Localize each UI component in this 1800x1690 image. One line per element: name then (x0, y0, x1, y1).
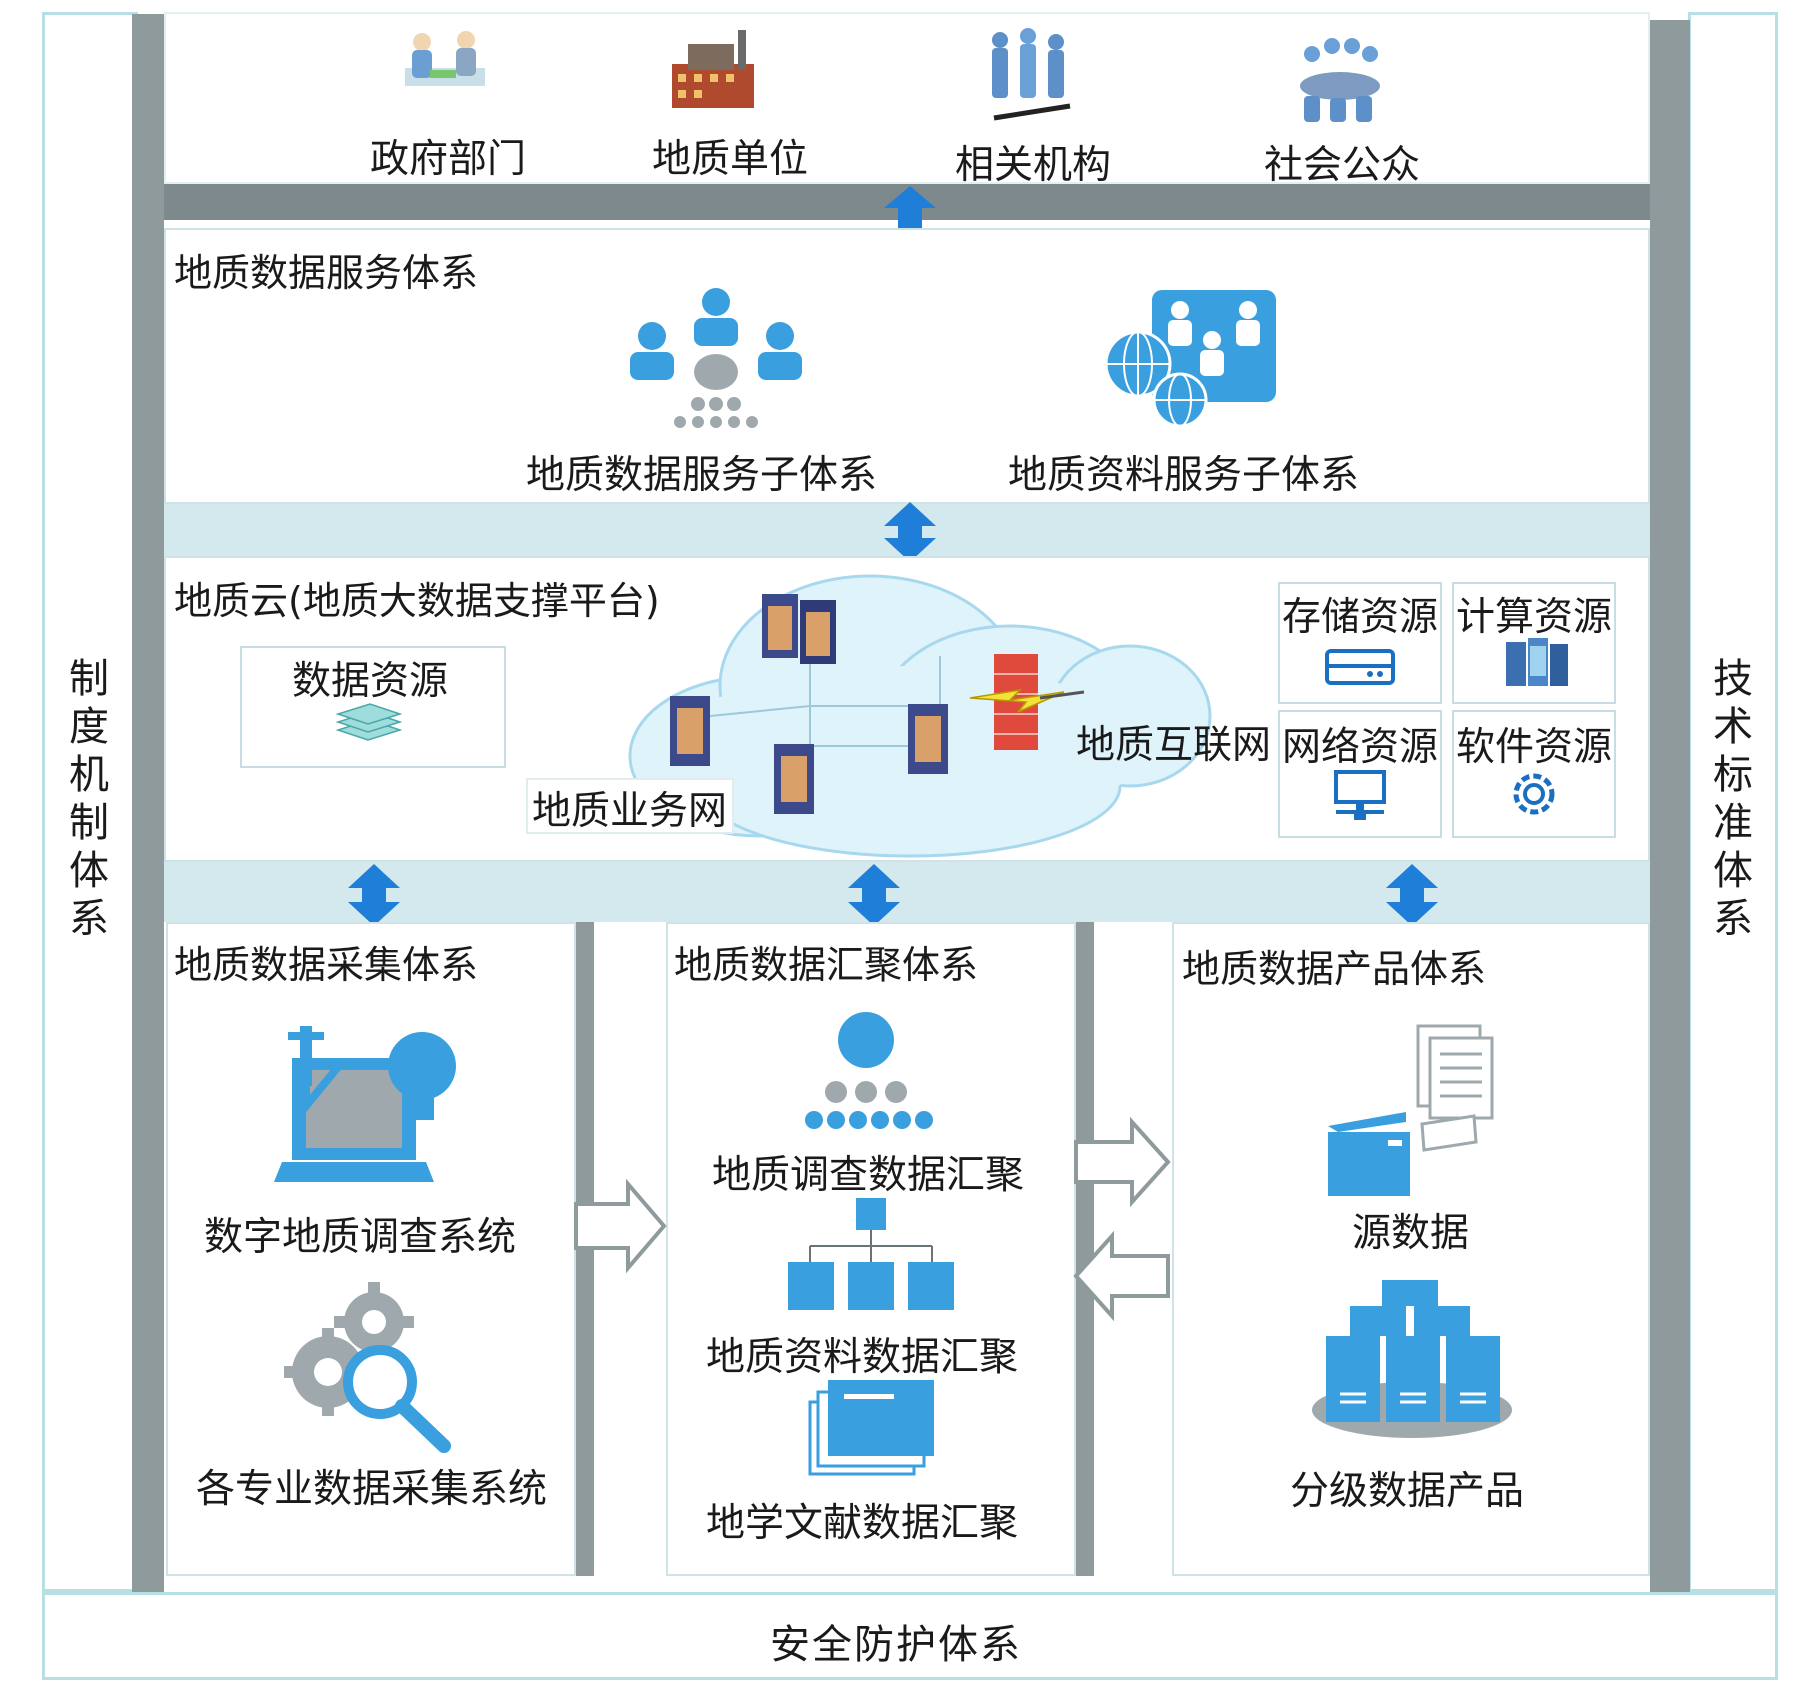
server-icon-1 (762, 594, 836, 664)
archive-tree-icon (788, 1198, 954, 1310)
converge-item-archive: 地质资料数据汇聚 (706, 1335, 1019, 1380)
cloud-title: 地质云(地质大数据支撑平台) (174, 579, 660, 623)
hierarchy-icon (805, 1012, 933, 1129)
public-icon (1300, 38, 1380, 122)
converge-panel-side (1074, 922, 1094, 1576)
data-resource-icon (335, 703, 403, 741)
user-public: 社会公众 (1264, 143, 1421, 188)
users-panel (164, 12, 1650, 184)
gears-search-icon (284, 1282, 451, 1453)
collect-item-professional: 各专业数据采集系统 (196, 1467, 548, 1512)
converge-item-survey: 地质调查数据汇聚 (712, 1153, 1025, 1198)
server-icon-2 (670, 696, 710, 766)
converge-title: 地质数据汇聚体系 (674, 943, 979, 987)
network-resource-label: 网络资源 (1282, 725, 1439, 770)
arrow-product-to-converge (1073, 1230, 1170, 1322)
user-institutions: 相关机构 (955, 143, 1112, 188)
arrow-up-to-users (884, 186, 936, 232)
business-net-box (526, 778, 734, 834)
left-pillar-wall (132, 14, 164, 1592)
arrow-cloud-product (1386, 864, 1438, 926)
service-panel (164, 228, 1650, 504)
right-system-label: 技术标准体系 (1713, 656, 1753, 942)
product-item-source: 源数据 (1352, 1211, 1470, 1256)
service-title: 地质数据服务体系 (174, 251, 479, 295)
arrow-service-cloud (884, 502, 936, 562)
product-item-graded: 分级数据产品 (1290, 1469, 1525, 1514)
storage-resource-label: 存储资源 (1282, 595, 1439, 640)
arrow-cloud-converge (848, 864, 900, 926)
left-system-label: 制度机制体系 (69, 656, 109, 942)
archive-service-icon (1104, 290, 1276, 428)
institutions-icon (992, 28, 1071, 121)
internet-label: 地质互联网 (1076, 723, 1272, 768)
business-net-label: 地质业务网 (532, 789, 728, 834)
product-panel (1172, 922, 1650, 1576)
right-pillar-wall (1650, 20, 1690, 1592)
software-resource-label: 软件资源 (1456, 725, 1613, 770)
government-icon (405, 31, 485, 86)
collect-title: 地质数据采集体系 (174, 943, 479, 987)
arrow-collect-to-converge (574, 1178, 667, 1274)
arrow-converge-to-product (1074, 1116, 1171, 1208)
left-pillar-frame (42, 12, 138, 1592)
network-icon (1334, 770, 1386, 820)
firewall-icon (969, 654, 1085, 750)
converge-item-literature: 地学文献数据汇聚 (706, 1501, 1019, 1546)
compute-icon (1506, 638, 1568, 686)
server-cluster-icon (1312, 1280, 1512, 1438)
storage-icon (1325, 649, 1395, 685)
server-icon-4 (908, 704, 948, 774)
source-data-icon (1328, 1024, 1494, 1196)
arrow-cloud-collect (348, 864, 400, 926)
document-stack-icon (808, 1380, 934, 1476)
product-title: 地质数据产品体系 (1182, 947, 1487, 991)
service-sub-data: 地质数据服务子体系 (526, 453, 878, 498)
survey-design-icon (274, 1026, 456, 1182)
service-sub-archive: 地质资料服务子体系 (1008, 453, 1360, 498)
data-service-icon (630, 288, 802, 428)
compute-resource-label: 计算资源 (1456, 595, 1613, 640)
user-geology-unit: 地质单位 (652, 137, 809, 182)
software-gear-icon (1513, 773, 1555, 815)
user-government: 政府部门 (370, 137, 527, 182)
data-resource-label: 数据资源 (292, 659, 449, 704)
bottom-frame (42, 1592, 1778, 1680)
collect-item-digital-survey: 数字地质调查系统 (204, 1215, 517, 1260)
geology-unit-icon (672, 30, 754, 108)
server-icon-3 (774, 744, 814, 814)
bottom-system-label: 安全防护体系 (770, 1622, 1022, 1668)
collect-panel (166, 922, 576, 1576)
